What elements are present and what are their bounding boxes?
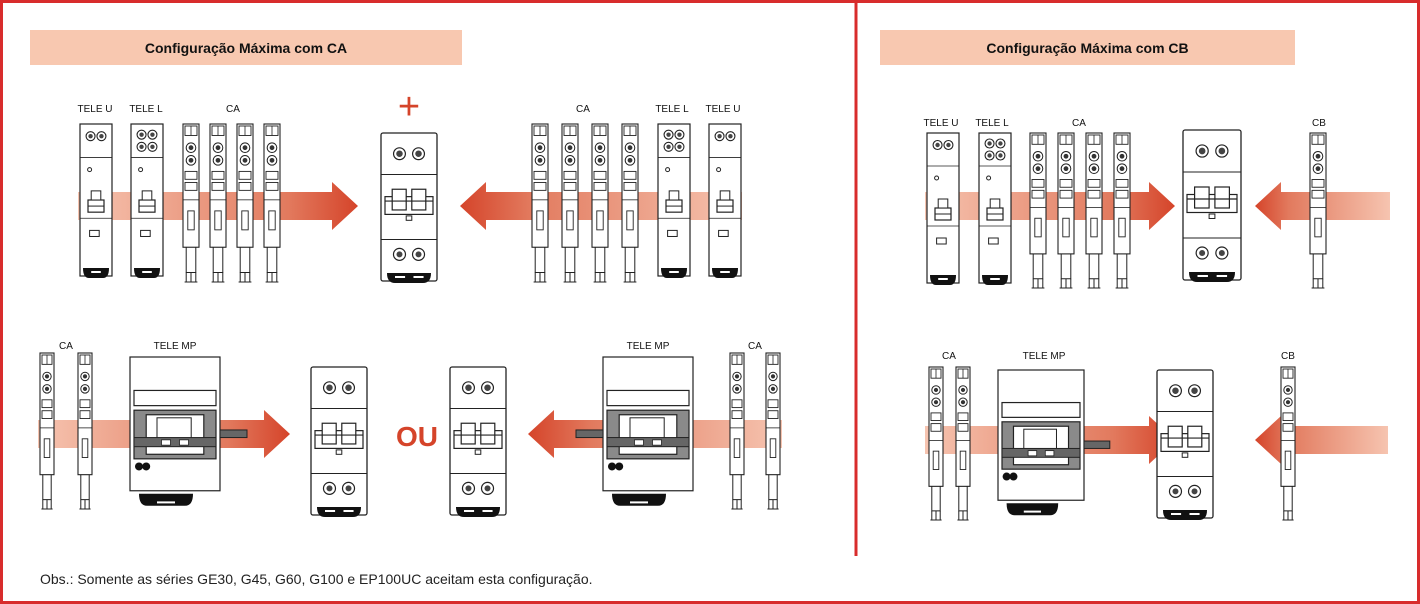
- label-ca: CA: [1072, 118, 1086, 129]
- label-tele-l: TELE L: [655, 104, 689, 115]
- breaker-icon: [1182, 129, 1242, 282]
- auxiliary-contact-icon: [531, 123, 549, 283]
- remote-control-icon: [79, 123, 113, 278]
- auxiliary-contact-icon: [928, 366, 944, 521]
- remote-control-icon: [926, 132, 960, 285]
- auxiliary-contact-icon: [182, 123, 200, 283]
- label-ca: CA: [942, 351, 956, 362]
- breaker-icon: [1156, 369, 1214, 520]
- remote-control-icon: [657, 123, 691, 278]
- label-tele-mp: TELE MP: [626, 341, 670, 352]
- auxiliary-contact-icon: [621, 123, 639, 283]
- label-ca: CA: [748, 341, 762, 352]
- note-text: Obs.: Somente as séries GE30, G45, G60, …: [40, 571, 593, 587]
- label-tele-mp: TELE MP: [1022, 351, 1066, 362]
- arrow-icon: [925, 182, 1175, 230]
- label-cb: CB: [1281, 351, 1295, 362]
- motor-operator-icon: [575, 356, 694, 506]
- auxiliary-contact-icon: [236, 123, 254, 283]
- auxiliary-contact-icon: [39, 352, 55, 510]
- plus-sign: +: [397, 86, 421, 128]
- auxiliary-contact-icon: [263, 123, 281, 283]
- label-ca: CA: [226, 104, 240, 115]
- auxiliary-contact-icon: [1113, 132, 1131, 289]
- motor-operator-icon: [997, 369, 1111, 516]
- auxiliary-contact-icon: [209, 123, 227, 283]
- breaker-icon: [310, 366, 368, 517]
- remote-control-icon: [708, 123, 742, 278]
- auxiliary-contact-icon: [1029, 132, 1047, 289]
- label-cb: CB: [1312, 118, 1326, 129]
- breaker-icon: [380, 132, 438, 283]
- label-tele-u: TELE U: [705, 104, 741, 115]
- label-tele-u: TELE U: [77, 104, 113, 115]
- label-tele-l: TELE L: [129, 104, 163, 115]
- label-tele-u: TELE U: [923, 118, 959, 129]
- auxiliary-contact-icon: [591, 123, 609, 283]
- auxiliary-contact-icon: [561, 123, 579, 283]
- auxiliary-contact-icon: [765, 352, 781, 510]
- auxiliary-contact-icon: [729, 352, 745, 510]
- motor-operator-icon: [129, 356, 248, 506]
- panel-title-ca: Configuração Máxima com CA: [30, 30, 462, 65]
- remote-control-icon: [978, 132, 1012, 285]
- label-ca: CA: [576, 104, 590, 115]
- auxiliary-contact-icon: [1057, 132, 1075, 289]
- auxiliary-contact-icon: [1280, 366, 1296, 521]
- auxiliary-contact-icon: [1085, 132, 1103, 289]
- arrow-icon: [1255, 416, 1388, 464]
- label-ca: CA: [59, 341, 73, 352]
- or-label: OU: [396, 421, 438, 452]
- label-tele-l: TELE L: [975, 118, 1009, 129]
- breaker-icon: [449, 366, 507, 517]
- auxiliary-contact-icon: [77, 352, 93, 510]
- panel-title-cb: Configuração Máxima com CB: [880, 30, 1295, 65]
- remote-control-icon: [130, 123, 164, 278]
- label-tele-mp: TELE MP: [153, 341, 197, 352]
- auxiliary-contact-icon: [955, 366, 971, 521]
- auxiliary-contact-icon: [1309, 132, 1327, 289]
